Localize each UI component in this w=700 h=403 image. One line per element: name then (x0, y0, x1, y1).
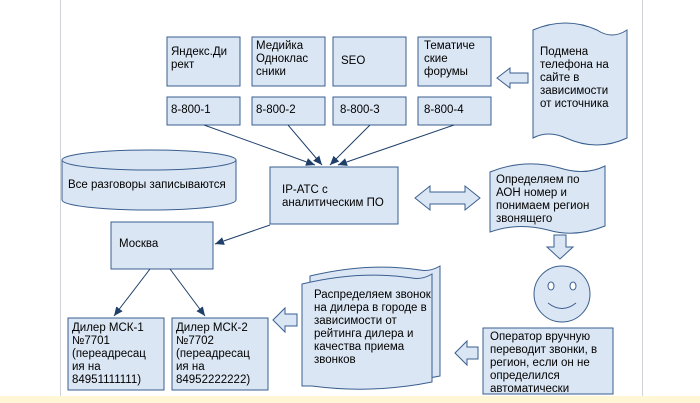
number-label-4: 8-800-4 (424, 104, 464, 116)
moscow-label: Москва (119, 238, 159, 250)
number-box-4 (417, 96, 492, 126)
arrow-pbx-to-moscow (214, 224, 271, 245)
source-label-yandex: Яндекс.Ди рект (171, 46, 228, 71)
smiley-face-icon (533, 265, 591, 323)
distribution-shape (301, 265, 441, 390)
right-page-edge (642, 0, 643, 403)
dealer1-box (67, 317, 165, 391)
source-label-seo: SEO (341, 55, 366, 67)
arrow-operator-to-distribution (454, 339, 479, 367)
arrow-moscow-to-dealer1 (113, 268, 151, 317)
double-arrow-pbx-caller-id (414, 184, 481, 212)
bottom-strip (0, 396, 700, 403)
number-label-3: 8-800-3 (340, 104, 380, 116)
substitution-label: Подмена телефона на сайте в зависимости … (540, 46, 609, 110)
arrow-number1-to-pbx (203, 124, 316, 166)
dealer1-label: Дилер МСК-1 №7701 (переадресац ия на 849… (72, 322, 146, 386)
recording-label: Все разговоры записываются (68, 179, 226, 191)
arrow-substitution-to-forums (496, 66, 529, 90)
substitution-shape (532, 22, 628, 146)
operator-box (482, 327, 614, 395)
pbx-label: IP-АТС с аналитическим ПО (282, 184, 384, 209)
source-box-yandex (166, 36, 241, 87)
operator-label: Оператор вручную переводит звонки, в рег… (490, 331, 598, 395)
dealer2-box (171, 317, 269, 391)
number-box-2 (251, 96, 326, 126)
arrow-number4-to-pbx (337, 124, 455, 166)
number-box-1 (166, 96, 241, 126)
dealer2-label: Дилер МСК-2 №7702 (переадресац ия на 849… (176, 322, 251, 386)
source-label-media: Медийка Одноклас сники (256, 40, 309, 78)
arrow-moscow-to-dealer2 (169, 268, 206, 317)
source-box-seo (332, 36, 407, 87)
source-box-forums (417, 36, 492, 87)
caller-id-shape (489, 163, 606, 234)
left-page-edge (60, 0, 61, 403)
arrow-number3-to-pbx (329, 124, 371, 166)
arrow-distribution-to-dealers (272, 306, 298, 334)
moscow-box (110, 221, 214, 270)
number-box-3 (332, 96, 407, 126)
source-box-media (251, 36, 326, 87)
number-label-2: 8-800-2 (256, 104, 296, 116)
arrow-caller-id-to-operator (545, 234, 575, 260)
caller-id-label: Определяем по АОН номер и понимаем регио… (496, 174, 590, 225)
distribution-label: Распределяем звонок на дилера в городе в… (314, 289, 431, 366)
recording-cylinder (61, 149, 237, 211)
pbx-box (269, 166, 399, 225)
arrow-number2-to-pbx (287, 124, 323, 166)
source-label-forums: Тематиче ские форумы (424, 40, 475, 78)
number-label-1: 8-800-1 (171, 104, 211, 116)
